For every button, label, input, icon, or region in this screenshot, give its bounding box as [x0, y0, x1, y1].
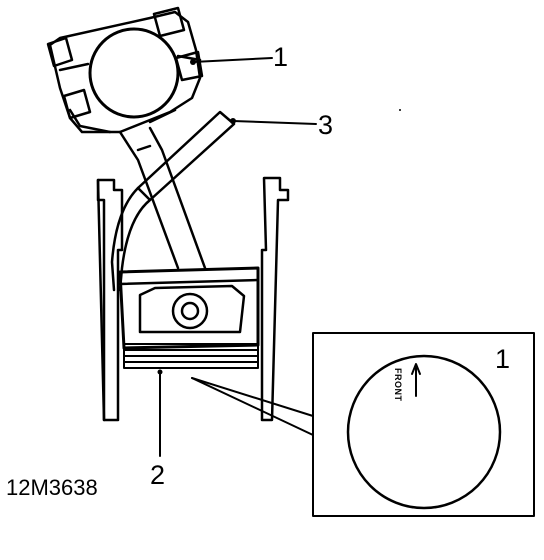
leader-line-3 [232, 120, 317, 125]
front-marking-text: FRONT [393, 368, 403, 402]
detail-leader-lines [191, 377, 314, 436]
connecting-rod-shank [118, 126, 207, 270]
detail-inset [312, 332, 535, 517]
callout-1-rod-cap: 1 [273, 42, 289, 72]
piston [118, 266, 260, 369]
connecting-rod-big-end [46, 6, 204, 134]
callout-2-piston-rings: 2 [150, 460, 166, 490]
figure-id: 12M3638 [6, 475, 98, 500]
leader-line-1 [192, 57, 273, 63]
cylinder-bore [96, 176, 290, 422]
callout-3-tool: 3 [318, 110, 334, 140]
callout-1-detail: 1 [495, 344, 511, 374]
ring-compressor-tool [110, 110, 236, 292]
